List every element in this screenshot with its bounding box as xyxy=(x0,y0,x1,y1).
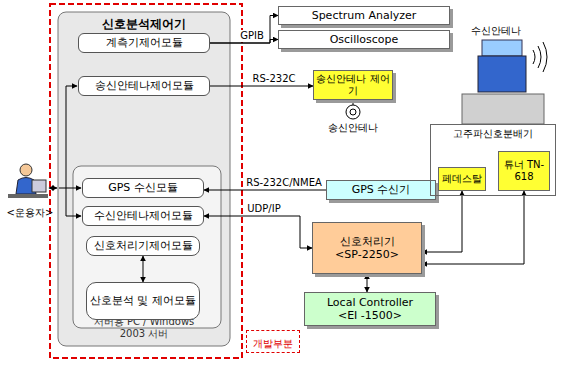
legend-item: 개발부분 xyxy=(246,330,300,353)
operator-icon xyxy=(8,164,48,198)
process-box: GPS 수신기 xyxy=(326,180,436,200)
node-title: 송신안테나 제어기 xyxy=(314,73,392,97)
connector xyxy=(422,191,524,264)
node-title: 계측기제어모듈 xyxy=(106,36,183,49)
connector xyxy=(210,86,313,87)
connector xyxy=(210,16,278,44)
signal-label: RS-232C xyxy=(251,73,298,85)
connector xyxy=(204,190,326,191)
node-title: GPS 수신모듈 xyxy=(108,181,178,194)
signal-label: UDP/IP xyxy=(245,203,282,215)
node-title: 튜너 TN-618 xyxy=(499,159,549,183)
node-title: 고주파신호분배기 xyxy=(453,128,533,140)
node-title: 신호처리기제어모듈 xyxy=(94,239,193,252)
process-box: 고주파신호분배기페데스탈 튜너 TN-618 xyxy=(430,124,556,196)
node-title: 송신안테나제어모듈 xyxy=(95,79,194,92)
figure-label: 송신안테나 xyxy=(323,122,383,134)
process-box: 송신안테나제어모듈 xyxy=(78,76,210,96)
process-box: 계측기제어모듈 xyxy=(78,33,210,53)
figure-label: <운용자> xyxy=(2,207,58,219)
process-box: Local Controller<EI -1500> xyxy=(304,292,436,326)
connector xyxy=(204,216,312,248)
node-title: 수신안테나제어모듈 xyxy=(94,209,193,222)
controller-panel: 신호분석제어기서버용 PC / Windows 2003 서버계측기제어모듈송신… xyxy=(58,12,230,346)
connector xyxy=(367,274,368,292)
process-box: 송신안테나 제어기 xyxy=(313,70,393,100)
node-title: Local Controller xyxy=(327,296,413,309)
development-boundary xyxy=(50,4,242,358)
signal-label: GPIB xyxy=(238,30,266,42)
node-title: Oscilloscope xyxy=(330,33,399,46)
process-box: 수신안테나제어모듈 xyxy=(82,206,204,226)
internal-bus xyxy=(59,86,81,216)
process-box: 신호처리기제어모듈 xyxy=(86,236,200,256)
node-title: 페데스탈 xyxy=(442,173,482,185)
legend-text: 개발부분 xyxy=(253,338,293,349)
tx-antenna-symbol xyxy=(346,100,360,119)
controller-panel xyxy=(58,12,230,346)
figure-label: 수신안테나 xyxy=(466,25,526,37)
node-title: Spectrum Analyzer xyxy=(312,9,417,22)
operator-link xyxy=(49,188,57,189)
node-title: 산호분석 및 제어모듈 xyxy=(90,294,196,307)
module-group xyxy=(73,166,221,328)
process-box: Oscilloscope xyxy=(278,30,450,49)
process-box: 신호처리기<SP-2250> xyxy=(312,222,422,274)
node-subtext: <SP-2250> xyxy=(335,248,399,261)
process-box: GPS 수신모듈 xyxy=(82,178,204,198)
connector xyxy=(422,191,462,252)
node-title: 신호처리기 xyxy=(340,235,395,248)
connector xyxy=(143,256,144,282)
node-subtext: <EI -1500> xyxy=(338,309,402,322)
process-box: 튜너 TN-618 xyxy=(498,151,550,191)
signal-label: RS-232C/NMEA xyxy=(244,177,324,189)
process-box: 산호분석 및 제어모듈 xyxy=(86,282,200,320)
rx-antenna-symbol xyxy=(462,40,547,124)
process-box: 페데스탈 xyxy=(438,167,486,191)
node-title: 신호분석제어기 xyxy=(102,17,186,31)
node-title: GPS 수신기 xyxy=(352,183,411,196)
process-box: Spectrum Analyzer xyxy=(278,6,450,25)
